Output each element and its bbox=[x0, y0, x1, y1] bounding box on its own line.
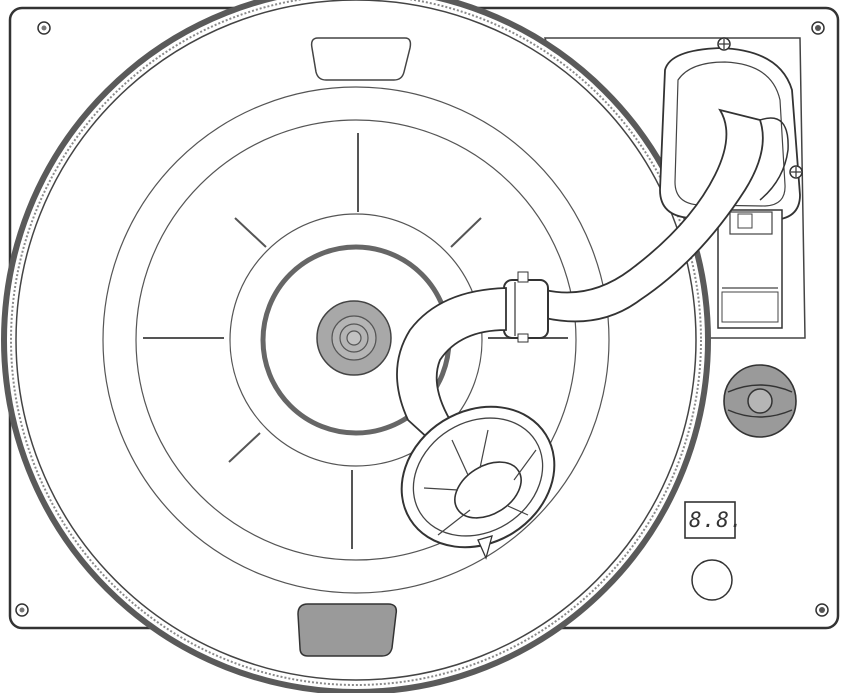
screw-icon bbox=[717, 37, 731, 51]
stylus bbox=[477, 535, 493, 560]
platter-bottom-tab bbox=[297, 603, 398, 657]
tonearm-rest[interactable] bbox=[717, 209, 783, 329]
screw-icon bbox=[37, 21, 51, 35]
digital-display: 8.8. bbox=[689, 508, 744, 532]
platter-label-ring bbox=[229, 213, 483, 467]
rotary-knob-icon[interactable] bbox=[723, 364, 797, 438]
screw-icon bbox=[789, 165, 803, 179]
round-button-icon[interactable] bbox=[691, 559, 733, 601]
display-frame bbox=[684, 501, 736, 539]
screw-icon bbox=[15, 603, 29, 617]
spindle bbox=[316, 300, 392, 376]
tonearm[interactable] bbox=[396, 108, 789, 442]
headshell[interactable] bbox=[375, 379, 581, 576]
platter-inner-ring bbox=[135, 119, 577, 561]
tonearm-collar bbox=[503, 279, 549, 339]
screw-icon bbox=[811, 21, 825, 35]
screw-icon bbox=[815, 603, 829, 617]
platter-top-tab bbox=[310, 37, 412, 81]
